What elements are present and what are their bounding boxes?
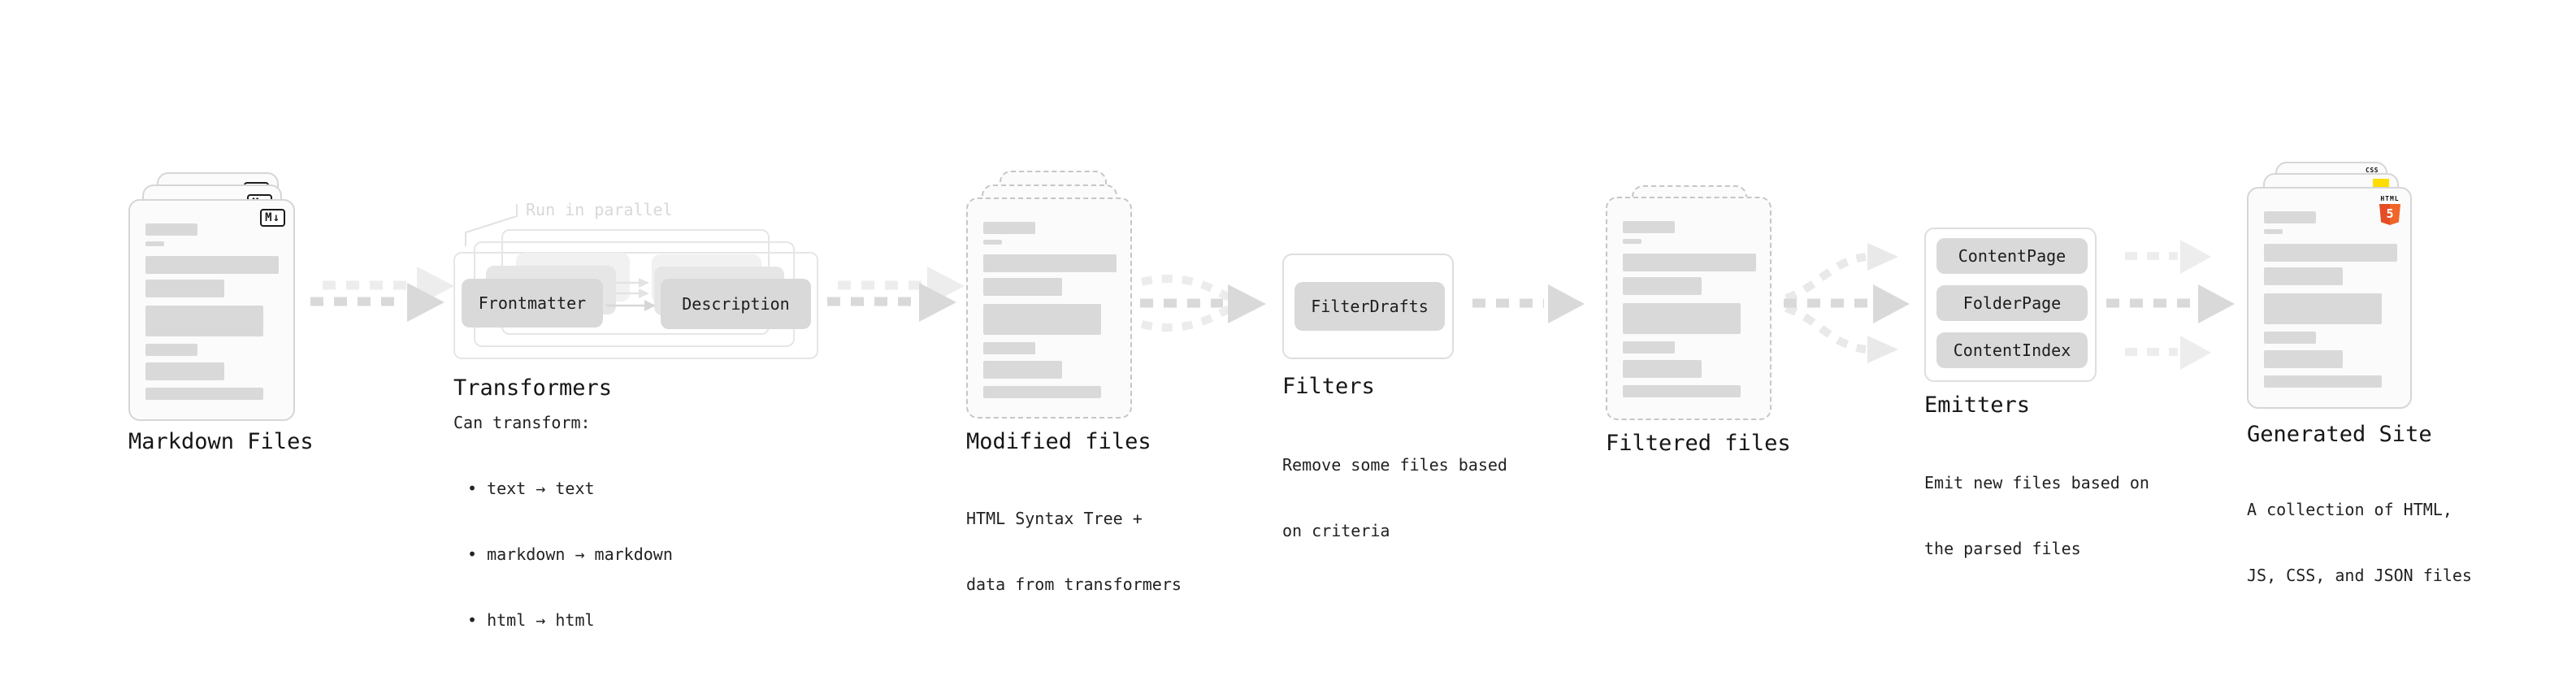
generated-html-card: HTML 5 xyxy=(2247,187,2412,409)
run-in-parallel-note: Run in parallel xyxy=(526,200,673,219)
filtered-file-card xyxy=(1606,197,1772,420)
emitters-panel: ContentPage FolderPage ContentIndex xyxy=(1924,228,2097,382)
emitter-box-contentpage: ContentPage xyxy=(1936,238,2088,274)
markdown-files-label: Markdown Files xyxy=(128,429,314,454)
arrow-filtered-to-emitters xyxy=(1784,243,1910,363)
modified-files-desc: HTML Syntax Tree + data from transformer… xyxy=(966,509,1182,594)
filters-label: Filters xyxy=(1282,374,1375,399)
content-placeholder-bars xyxy=(1607,198,1770,419)
bullet-text-to-text: • text → text xyxy=(467,479,595,498)
transformer-box-description: Description xyxy=(661,279,811,329)
emitters-desc: Emit new files based on the parsed files xyxy=(1924,473,2149,558)
content-placeholder-bars xyxy=(968,199,1130,417)
filters-desc: Remove some files based on criteria xyxy=(1282,455,1507,540)
filtered-files-label: Filtered files xyxy=(1606,431,1791,456)
transformer-container-front xyxy=(453,252,818,359)
arrow-transformers-to-modified xyxy=(827,267,965,322)
arrow-filters-to-filtered xyxy=(1472,284,1585,323)
markdown-icon: M↓ xyxy=(260,209,285,227)
transformers-label: Transformers xyxy=(453,375,613,401)
transformer-box-frontmatter: Frontmatter xyxy=(462,279,603,327)
emitter-box-folderpage: FolderPage xyxy=(1936,285,2088,321)
arrow-markdown-to-transformers xyxy=(310,267,454,322)
bullet-html-to-html: • html → html xyxy=(467,610,595,630)
bullet-markdown-to-markdown: • markdown → markdown xyxy=(467,544,673,564)
modified-file-card xyxy=(966,197,1132,419)
transformers-bullets: • text → text • markdown → markdown • ht… xyxy=(467,434,673,675)
arrow-modified-to-filters xyxy=(1140,274,1266,332)
transformers-intro: Can transform: xyxy=(453,413,591,432)
filters-panel: FilterDrafts xyxy=(1282,254,1454,359)
generated-site-label: Generated Site xyxy=(2247,422,2432,447)
content-placeholder-bars xyxy=(130,201,293,419)
emitter-box-contentindex: ContentIndex xyxy=(1936,332,2088,368)
modified-files-label: Modified files xyxy=(966,429,1151,454)
html5-icon: HTML 5 xyxy=(2379,195,2401,225)
emitters-label: Emitters xyxy=(1924,393,2031,418)
arrow-emitters-to-generated xyxy=(2106,240,2235,370)
markdown-file-card: M↓ xyxy=(128,199,295,421)
generated-site-desc: A collection of HTML, JS, CSS, and JSON … xyxy=(2247,500,2472,585)
filter-box-filterdrafts: FilterDrafts xyxy=(1295,282,1445,331)
js-icon xyxy=(2373,179,2389,189)
content-placeholder-bars xyxy=(2249,189,2410,407)
